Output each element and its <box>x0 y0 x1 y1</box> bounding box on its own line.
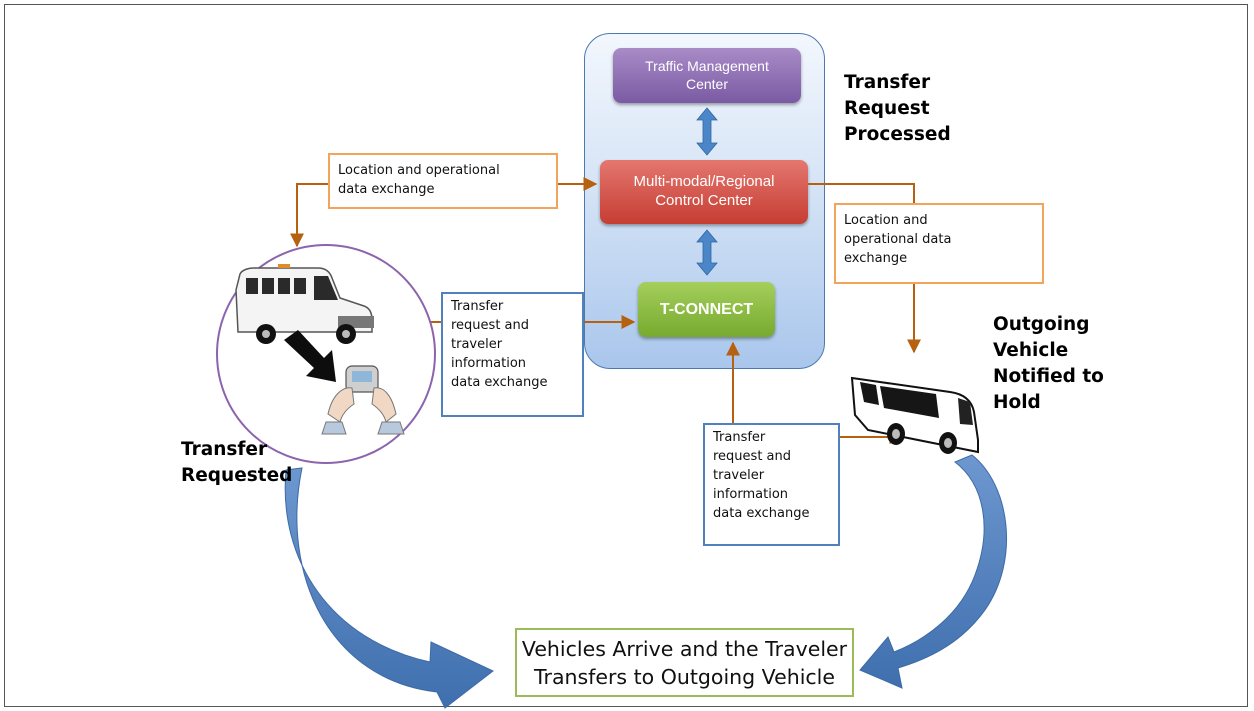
box-line: information <box>713 487 789 502</box>
heading-outgoing-vehicle-notified: Outgoing Vehicle Notified to Hold <box>993 312 1104 416</box>
requesting-vehicle-circle <box>216 244 436 464</box>
box-line: request and <box>713 449 792 464</box>
box-line: Location and operational <box>338 163 500 178</box>
final-outcome-box: Vehicles Arrive and the Traveler Transfe… <box>515 628 854 697</box>
left-curved-arrow <box>284 467 494 709</box>
right-curved-arrow <box>859 454 1008 689</box>
t-connect-node: T-CONNECT <box>638 282 775 337</box>
double-arrow-tmc-mmrc <box>696 107 718 156</box>
traffic-management-center-node: Traffic Management Center <box>613 48 801 103</box>
box-line: information <box>451 356 527 371</box>
tmc-label-line-2: Center <box>685 75 728 92</box>
diagram-frame <box>4 4 1248 707</box>
heading-line: Notified to <box>993 366 1104 387</box>
box-line: data exchange <box>713 506 810 521</box>
box-line: Transfer <box>713 430 766 445</box>
heading-line: Hold <box>993 392 1041 413</box>
final-line-2: Transfers to Outgoing Vehicle <box>534 665 835 689</box>
heading-line: Outgoing <box>993 314 1090 335</box>
mmrc-label-line-1: Multi-modal/Regional <box>633 173 775 191</box>
transit-bus-icon <box>850 376 979 454</box>
box-line: data exchange <box>451 375 548 390</box>
location-data-exchange-box-left: Location and operational data exchange <box>328 153 558 209</box>
handheld-device-icon <box>321 365 405 435</box>
t-connect-label: T-CONNECT <box>659 300 754 318</box>
double-arrow-mmrc-tconnect <box>696 229 718 276</box>
mmrc-label-line-2: Control Center <box>655 192 753 209</box>
box-line: Location and <box>844 213 928 228</box>
regional-control-center-node: Multi-modal/Regional Control Center <box>600 160 808 224</box>
location-data-exchange-box-right: Location and operational data exchange <box>834 203 1044 284</box>
heading-line: Vehicle <box>993 340 1069 361</box>
box-line: traveler <box>451 337 503 352</box>
connector-mmrc-to-outgoing <box>808 183 921 354</box>
heading-transfer-requested: Transfer Requested <box>181 437 292 489</box>
box-line: traveler <box>713 468 765 483</box>
heading-line: Transfer <box>181 439 268 460</box>
box-line: data exchange <box>338 182 435 197</box>
box-line: exchange <box>844 251 908 266</box>
requesting-vehicle-illustration <box>235 264 405 435</box>
heading-line: Request <box>844 98 930 119</box>
box-line: Transfer <box>451 299 504 314</box>
connector-loc-box-to-vehicle <box>290 183 328 248</box>
transfer-request-box-left: Transfer request and traveler informatio… <box>441 292 584 417</box>
heading-line: Transfer <box>844 72 931 93</box>
box-line: request and <box>451 318 530 333</box>
heading-line: Processed <box>844 124 951 145</box>
pointing-arrow-icon <box>284 330 336 382</box>
box-line: operational data <box>844 232 952 247</box>
transfer-request-box-middle: Transfer request and traveler informatio… <box>703 423 840 546</box>
tmc-label-line-1: Traffic Management <box>645 58 769 74</box>
heading-line: Requested <box>181 465 293 486</box>
final-line-1: Vehicles Arrive and the Traveler <box>521 637 848 661</box>
shuttle-bus-icon <box>235 264 374 344</box>
heading-transfer-request-processed: Transfer Request Processed <box>844 70 951 148</box>
